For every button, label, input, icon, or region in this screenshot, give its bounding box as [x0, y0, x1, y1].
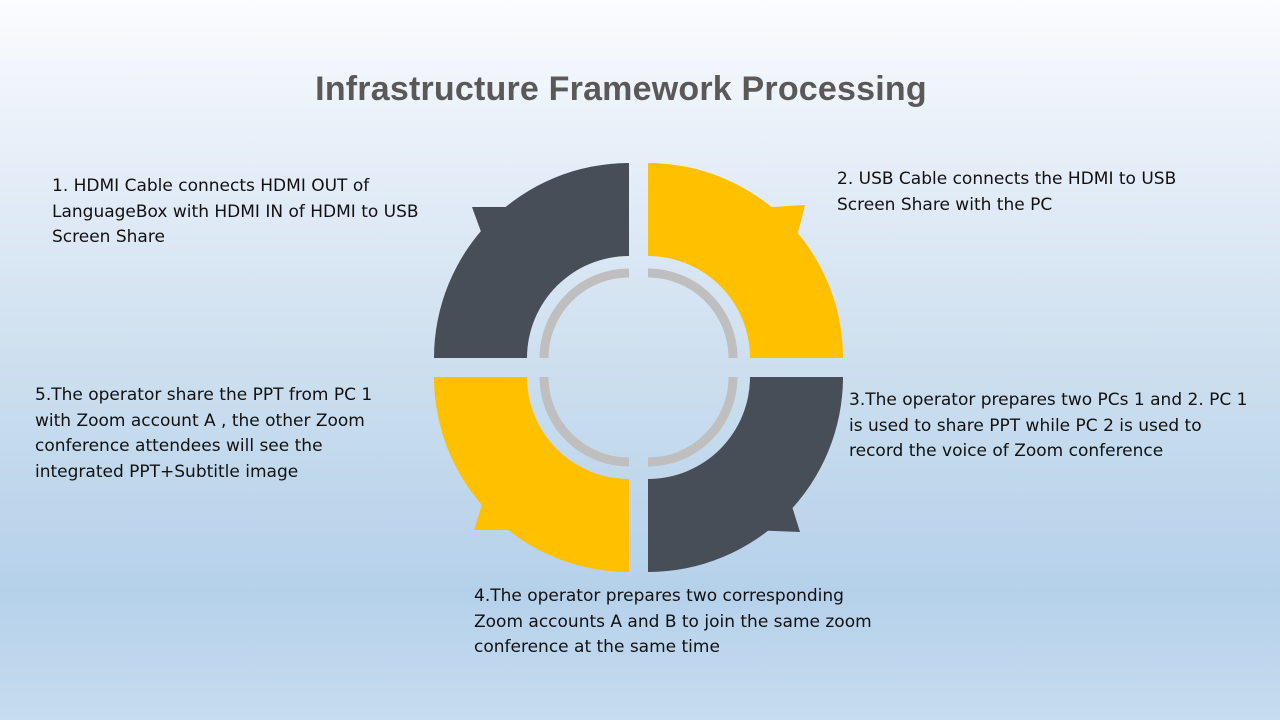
inner-arc-bottom-right [647, 376, 738, 467]
arrow-top-right [755, 205, 805, 240]
segment-bottom-right [648, 377, 843, 572]
arrow-top-left [472, 207, 530, 240]
step-1-text: 1. HDMI Cable connects HDMI OUT of Langu… [52, 176, 419, 247]
step-2-text: 2. USB Cable connects the HDMI to USB Sc… [837, 169, 1177, 215]
inner-arc-top-left [539, 268, 630, 359]
step-4-text: 4.The operator prepares two correspondin… [474, 586, 872, 657]
step-5-text: 5.The operator share the PPT from PC 1 w… [35, 385, 373, 482]
arrow-bottom-left [474, 498, 528, 530]
arrow-bottom-right [750, 500, 800, 532]
inner-ring [539, 268, 738, 467]
segment-top-right [648, 163, 843, 358]
segment-top-left [434, 163, 629, 358]
step-3-text: 3.The operator prepares two PCs 1 and 2.… [849, 390, 1248, 461]
slide-title: Infrastructure Framework Processing [315, 70, 927, 108]
inner-arc-top-right [647, 268, 738, 359]
segment-bottom-left [434, 377, 629, 572]
inner-arc-bottom-left [539, 376, 630, 467]
